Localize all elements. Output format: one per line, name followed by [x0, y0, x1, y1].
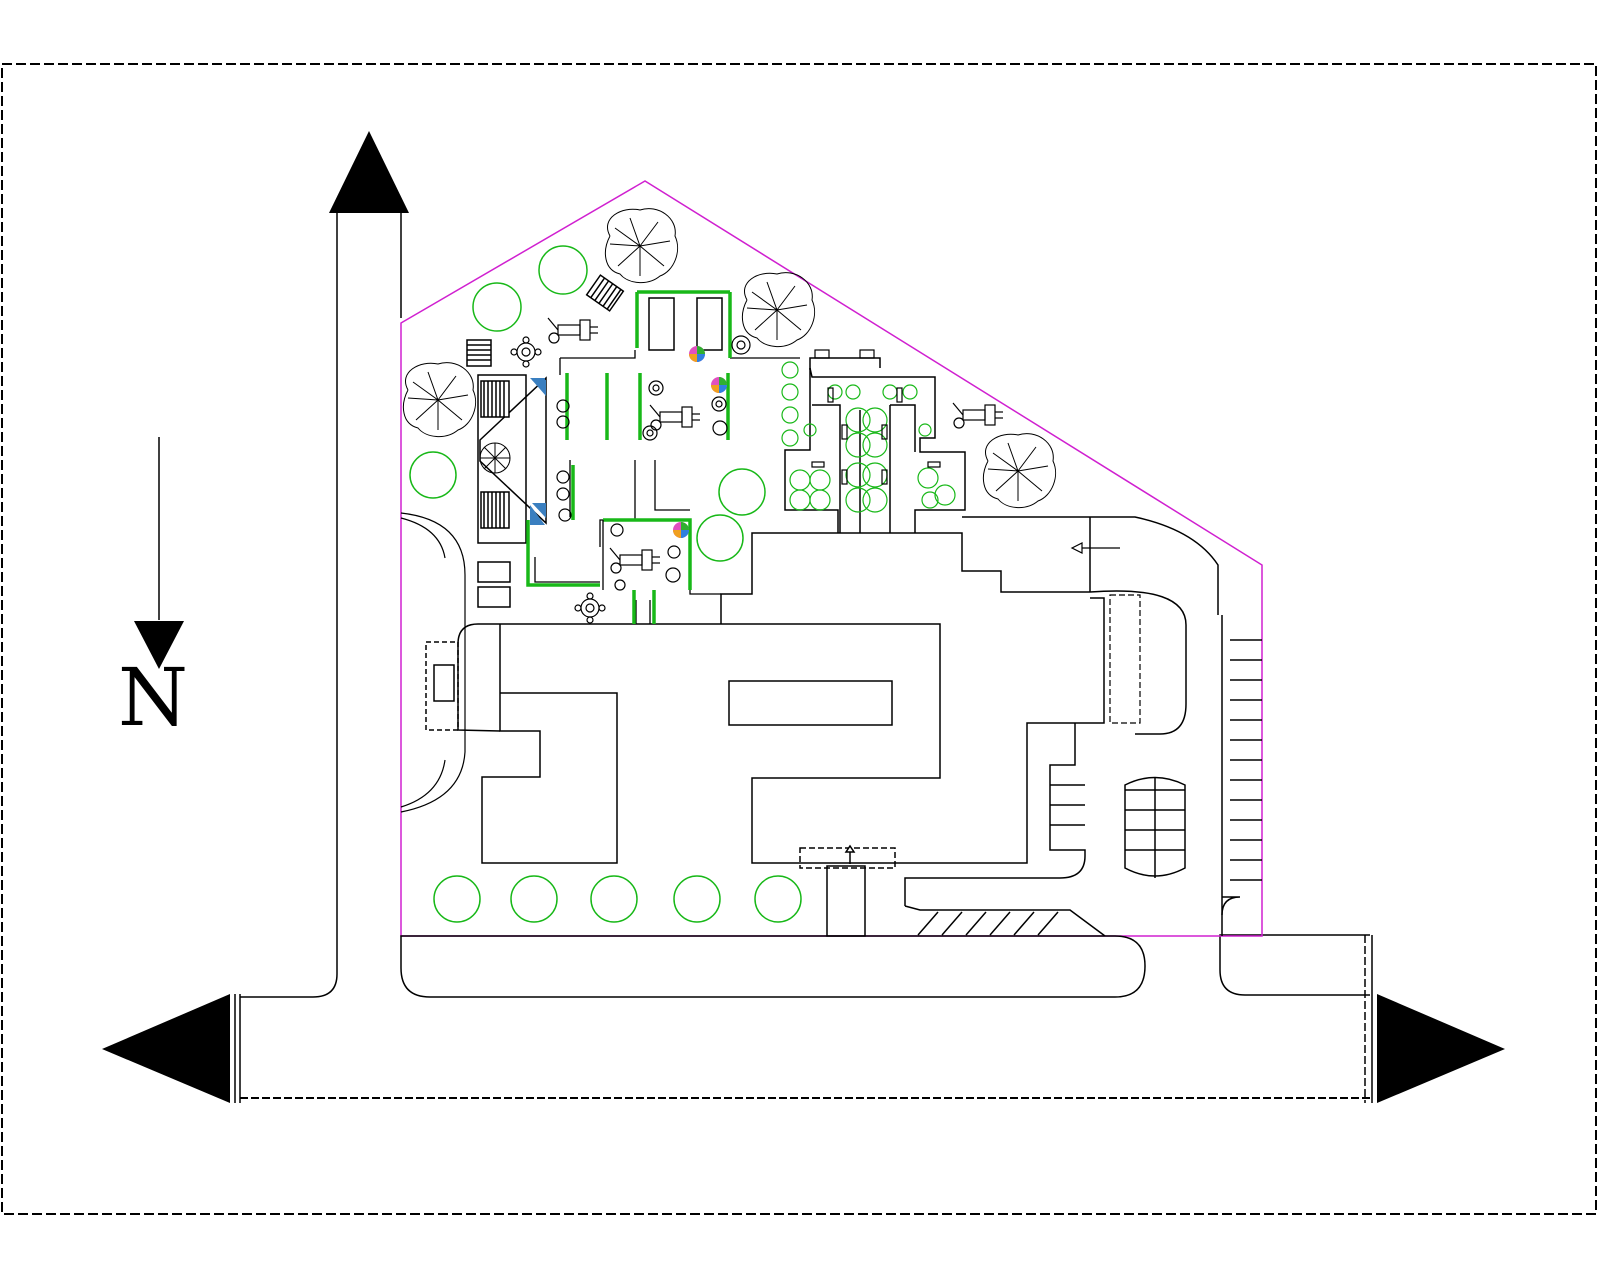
south-parking [904, 723, 1106, 937]
south-entrance-canopy [799, 847, 896, 869]
north-road [240, 212, 402, 998]
shrub-icon [718, 468, 766, 516]
north-garden-beds [648, 297, 723, 351]
shrub-icon [538, 245, 588, 295]
playground-icon [609, 547, 660, 574]
parasol-icon [711, 377, 727, 393]
north-arrow-icon [134, 437, 184, 669]
pavilion-parasol-icon [479, 442, 511, 474]
east-parking-bays [1221, 615, 1262, 936]
central-courtyard [728, 680, 893, 726]
road-arrow-east-icon [1377, 994, 1505, 1103]
waste-bin-1 [477, 561, 511, 583]
bench-icon [811, 349, 941, 485]
east-parking-island [1124, 776, 1186, 878]
striped-bench-icon [466, 339, 492, 367]
road-arrow-stubs [234, 935, 1373, 1103]
tree-icon [741, 272, 816, 347]
pavilion-benches-south [480, 491, 510, 529]
table-icon [556, 380, 728, 591]
pool-south [530, 505, 545, 525]
planter-bed-1 [648, 297, 675, 351]
drawing-frame [1, 63, 1597, 1215]
shrub-icon [754, 875, 802, 923]
tree-icon [982, 433, 1057, 508]
west-entrance-canopy [425, 641, 459, 731]
east-wing [962, 516, 1219, 735]
main-building [481, 532, 1105, 864]
parasol-icon [673, 522, 689, 538]
east-garden [784, 357, 966, 533]
west-entrance-door [433, 664, 455, 702]
shrub-icon [590, 875, 638, 923]
shrub-icon [510, 875, 558, 923]
playground-icon [952, 402, 1003, 429]
playground-icon [547, 317, 598, 344]
tree-icon [402, 362, 477, 437]
shrub-icon [696, 514, 744, 562]
table-icon [510, 336, 542, 368]
pavilion-benches-north [480, 380, 510, 418]
green-hedges [526, 290, 732, 624]
table-icon [574, 592, 606, 624]
shrub-icon [409, 451, 457, 499]
west-ramp [400, 512, 466, 813]
playground-icon [649, 404, 700, 431]
shrub-icon [433, 875, 481, 923]
table-icon [731, 335, 751, 355]
road-arrow-west-icon [102, 994, 230, 1103]
road-arrow-north-icon [329, 131, 409, 213]
planter-bed-2 [696, 297, 723, 351]
front-driveway [400, 935, 1146, 998]
garden-paths [534, 350, 800, 624]
pool-west [532, 380, 546, 396]
east-wing-dashed-annex [1109, 594, 1141, 724]
shrub-icon [673, 875, 721, 923]
parasol-icon [689, 346, 705, 362]
north-label: N [118, 651, 188, 744]
tree-icon [604, 208, 679, 283]
east-garden-shrubs [781, 361, 956, 513]
site-boundary [400, 180, 1263, 937]
striped-bench-icon [585, 274, 625, 312]
diamond-pavilion [477, 374, 547, 544]
west-entrance [425, 561, 511, 732]
south-entrance [799, 844, 896, 937]
entry-arrow-icon [1070, 542, 1120, 554]
south-entrance-path [826, 865, 866, 937]
pool-east [532, 503, 546, 518]
shrub-icon [472, 282, 522, 332]
waste-bin-2 [477, 586, 511, 608]
south-road [240, 934, 1370, 1099]
